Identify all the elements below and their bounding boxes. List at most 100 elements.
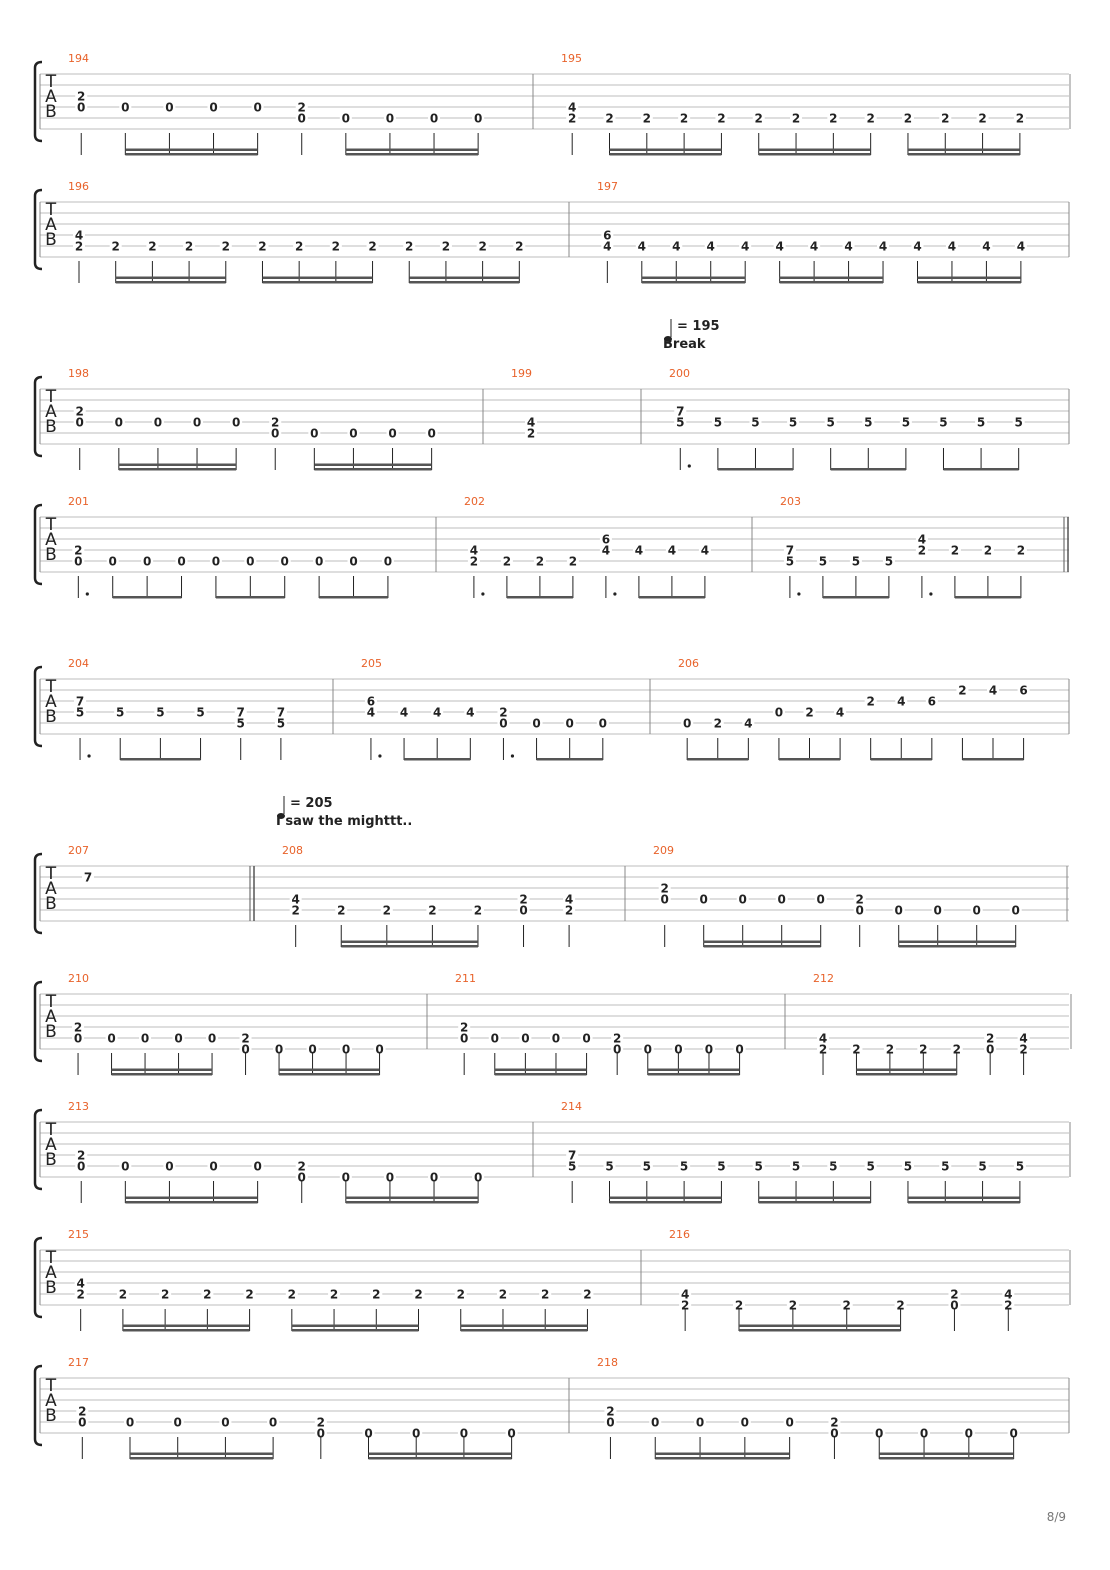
fret-number: 0 [193, 416, 201, 430]
fret-number: 5 [978, 1160, 986, 1174]
duration-dot [687, 464, 691, 468]
note-beam [125, 148, 258, 151]
fret-number: 0 [521, 1032, 529, 1046]
note-beam [130, 1457, 274, 1460]
fret-background [114, 706, 127, 718]
fret-background [752, 112, 765, 124]
fret-background [704, 240, 717, 252]
fret-number: 2 [405, 240, 413, 254]
fret-background [383, 1171, 396, 1183]
fret-background [109, 240, 122, 252]
note-beam [409, 276, 520, 279]
measure-number: 212 [813, 972, 834, 985]
fret-number: 4 [897, 695, 905, 709]
fret-background [513, 240, 526, 252]
fret-background [73, 405, 86, 417]
fret-background [950, 1043, 963, 1055]
tempo-marking: = 195 [677, 319, 720, 334]
fret-number: 0 [364, 1427, 372, 1441]
fret-number: 7 [76, 695, 84, 709]
fret-number: 2 [568, 112, 576, 126]
fret-number: 0 [856, 904, 864, 918]
fret-number: 0 [275, 1043, 283, 1057]
fret-background [945, 240, 958, 252]
fret-background [918, 1427, 931, 1439]
fret-background [370, 1288, 383, 1300]
note-beam [319, 596, 388, 599]
fret-background [267, 1416, 280, 1428]
note-beam [856, 1068, 957, 1071]
note-beam [536, 758, 603, 761]
tab-clef-letter: B [45, 1022, 57, 1042]
note-beam [291, 1329, 419, 1332]
fret-background [373, 1043, 386, 1055]
fret-background [772, 706, 785, 718]
fret-background [295, 112, 308, 124]
fret-number: 2 [583, 1288, 591, 1302]
fret-number: 5 [277, 717, 285, 731]
fret-background [347, 555, 360, 567]
fret-number: 0 [934, 904, 942, 918]
fret-number: 0 [77, 1160, 85, 1174]
fret-number: 5 [717, 1160, 725, 1174]
fret-background [862, 416, 875, 428]
note-beam [856, 1073, 957, 1076]
fret-background [403, 240, 416, 252]
tab-clef-letter: T [45, 1248, 57, 1268]
fret-background [679, 1288, 692, 1300]
fret-background [517, 893, 530, 905]
fret-number: 4 [76, 1277, 84, 1291]
fret-background [733, 1043, 746, 1055]
fret-number: 2 [74, 1021, 82, 1035]
fret-background [431, 706, 444, 718]
fret-number: 2 [222, 240, 230, 254]
fret-number: 2 [830, 1416, 838, 1430]
fret-background [335, 904, 348, 916]
fret-number: 0 [950, 1299, 958, 1313]
fret-number: 4 [982, 240, 990, 254]
fret-background [733, 1299, 746, 1311]
system-bracket [33, 1108, 43, 1191]
fret-number: 4 [948, 240, 956, 254]
fret-background [74, 1277, 87, 1289]
fret-number: 2 [843, 1299, 851, 1313]
system-bracket [33, 852, 43, 935]
note-beam [262, 276, 373, 279]
fret-number: 5 [751, 416, 759, 430]
fret-number: 0 [78, 1416, 86, 1430]
tab-clef-letter: B [45, 1150, 57, 1170]
fret-background [383, 112, 396, 124]
fret-number: 0 [386, 112, 394, 126]
fret-background [398, 706, 411, 718]
fret-background [251, 1160, 264, 1172]
fret-number: 2 [288, 1288, 296, 1302]
fret-number: 7 [676, 405, 684, 419]
note-beam [703, 940, 821, 943]
fret-background [151, 416, 164, 428]
fret-number: 0 [895, 904, 903, 918]
note-beam [120, 758, 201, 761]
fret-background [790, 112, 803, 124]
fret-background [269, 416, 282, 428]
fret-background [566, 112, 579, 124]
fret-background [146, 240, 159, 252]
fret-number: 0 [519, 904, 527, 918]
fret-background [939, 1160, 952, 1172]
fret-number: 0 [778, 893, 786, 907]
fret-background [679, 1299, 692, 1311]
fret-background [697, 893, 710, 905]
fret-background [269, 427, 282, 439]
measure-number: 204 [68, 657, 89, 670]
fret-background [458, 1021, 471, 1033]
fret-background [219, 1416, 232, 1428]
fret-background [672, 1043, 685, 1055]
fret-background [476, 240, 489, 252]
fret-number: 2 [78, 1405, 86, 1419]
fret-number: 0 [427, 427, 435, 441]
fret-number: 0 [317, 1427, 325, 1441]
fret-background [566, 1160, 579, 1172]
fret-background [649, 1416, 662, 1428]
